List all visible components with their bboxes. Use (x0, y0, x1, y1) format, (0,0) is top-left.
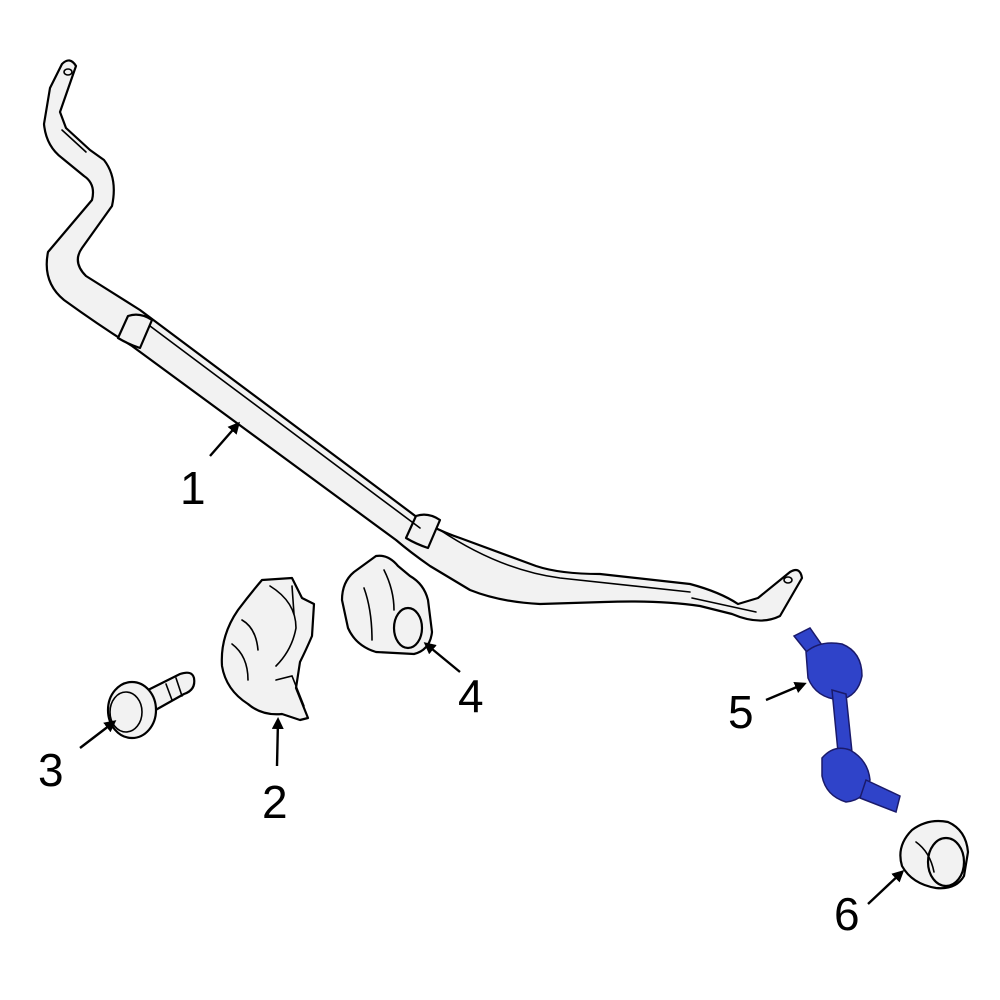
callout-1: 1 (180, 462, 206, 514)
callout-2-leader (271, 717, 284, 767)
callout-4-leader (423, 642, 461, 673)
callout-4: 4 (458, 670, 484, 722)
bolt[interactable] (106, 671, 196, 740)
washer[interactable] (899, 819, 970, 890)
callout-5-leader (765, 681, 807, 702)
callout-6-leader (867, 869, 905, 905)
callout-1-leader (209, 421, 240, 457)
callout-3: 3 (38, 744, 64, 796)
callout-2: 2 (262, 776, 288, 828)
callout-5: 5 (728, 686, 754, 738)
stabilizer-link[interactable] (792, 627, 901, 814)
callout-6: 6 (834, 888, 860, 940)
bushing[interactable] (340, 554, 434, 656)
stabilizer-bracket[interactable] (220, 576, 316, 722)
callout-3-leader (79, 720, 117, 749)
stabilizer-bar[interactable] (42, 59, 804, 622)
